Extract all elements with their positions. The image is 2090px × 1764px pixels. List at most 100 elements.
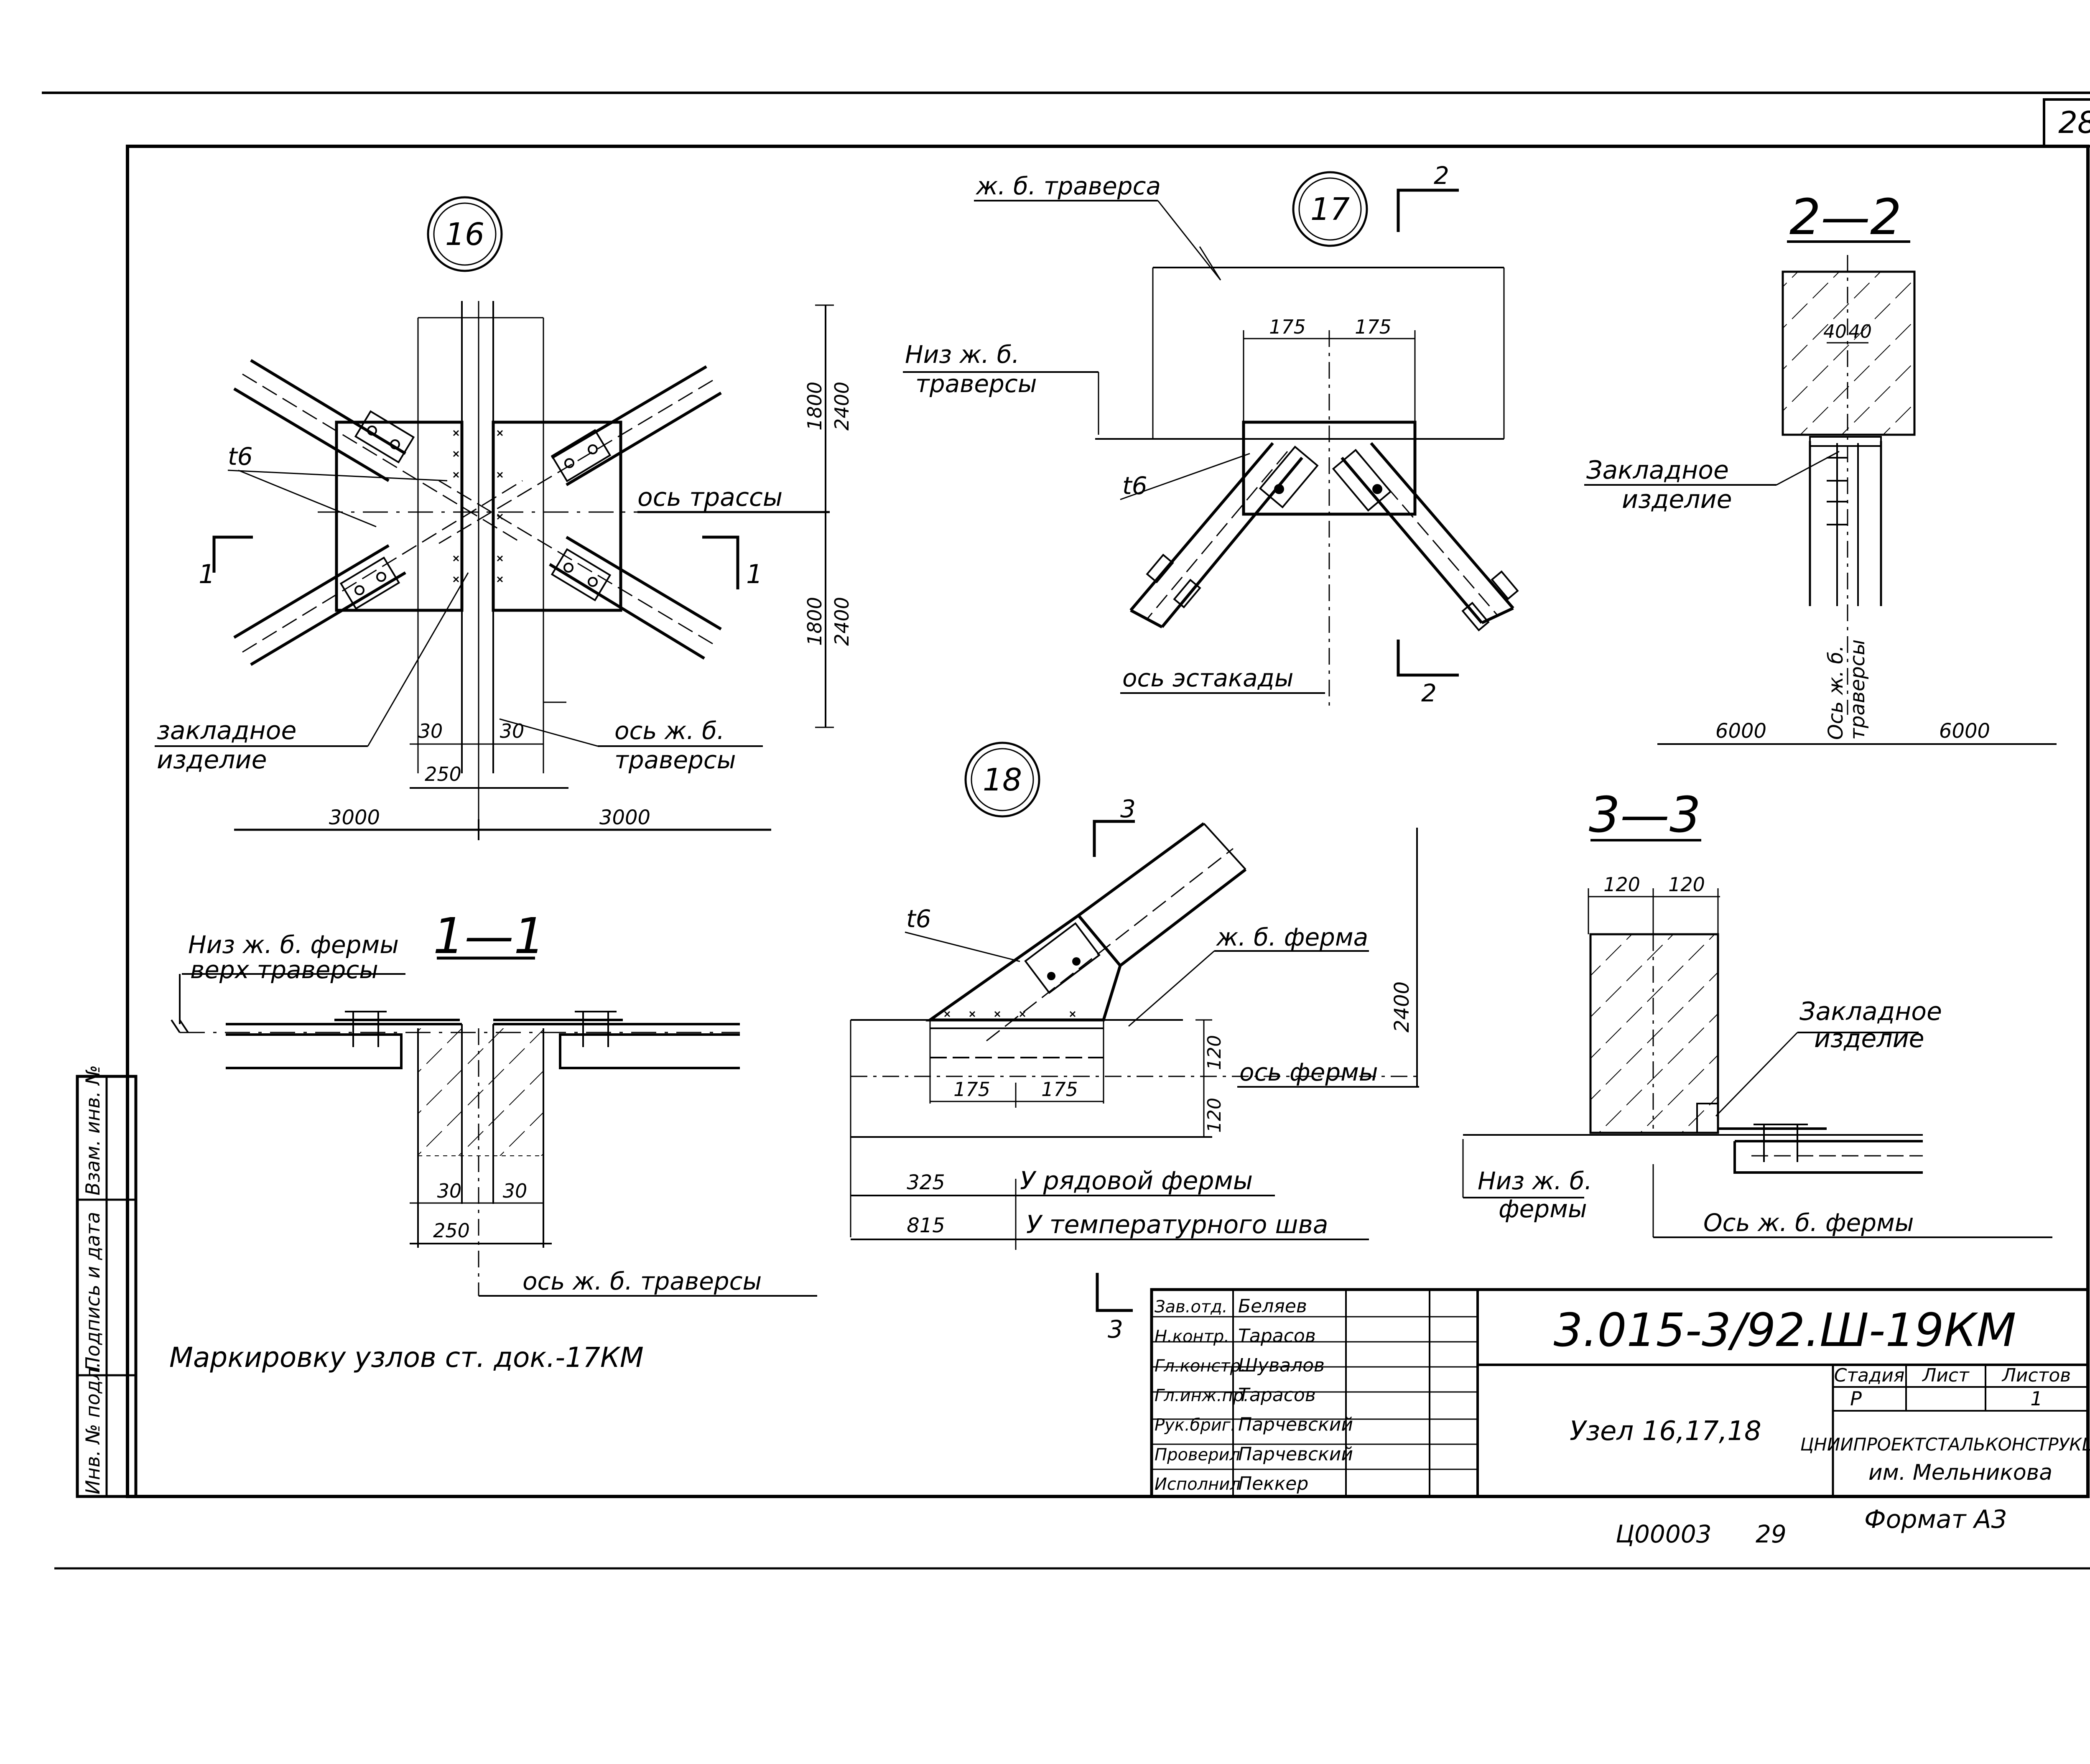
title-block-code: 3.015-3/92.Ш-19КМ — [1554, 1303, 2016, 1357]
section22-embedded-2: изделие — [1622, 485, 1732, 514]
section33-bottom-2: фермы — [1499, 1195, 1587, 1223]
node17-bottom-1: Низ ж. б. — [905, 340, 1020, 369]
format-label: Формат А3 — [1864, 1505, 2007, 1534]
node16-embedded-2: изделие — [157, 745, 267, 775]
title-block-stage-header: Стадия — [1834, 1365, 1905, 1386]
page-number: 28 — [2058, 105, 2090, 140]
node17-dim-175a: 175 — [1269, 316, 1306, 338]
section22-embedded-1: Закладное — [1586, 456, 1729, 485]
node16-t6: t6 — [228, 442, 253, 471]
node18-ordinary: У рядовой фермы — [1020, 1166, 1253, 1196]
section33-dim-120a: 120 — [1603, 873, 1640, 896]
node16-dim-2400b: 2400 — [831, 597, 853, 646]
node18-dim-175b: 175 — [1041, 1078, 1078, 1101]
section22-title: 2—2 — [1789, 188, 1901, 246]
node17-bottom-2: траверсы — [915, 370, 1037, 398]
section33-embedded-2: изделие — [1814, 1024, 1924, 1053]
title-block-signer-name: Парчевский — [1238, 1414, 1353, 1435]
section11-note-1: Низ ж. б. фермы — [188, 930, 399, 959]
section22-axis-1: Ось ж. б. — [1824, 645, 1848, 740]
title-block-role: Проверил — [1155, 1445, 1240, 1464]
node16-dim-3000a: 3000 — [329, 806, 380, 829]
node16-dim-3000b: 3000 — [599, 806, 650, 829]
node17-traverse: ж. б. траверса — [975, 172, 1161, 200]
section11-dim-30a: 30 — [437, 1180, 462, 1202]
title-block-signer-name: Шувалов — [1238, 1355, 1325, 1376]
node18-thermal: У температурного шва — [1026, 1210, 1328, 1239]
title-block-role: Н.контр. — [1155, 1327, 1229, 1346]
node16-dim-30a: 30 — [418, 720, 443, 742]
section22-dim-6000a: 6000 — [1715, 719, 1766, 743]
title-block-signer-name: Беляев — [1238, 1296, 1307, 1317]
node16-dim-1800b: 1800 — [803, 597, 826, 646]
title-block-sheets: 1 — [2030, 1387, 2042, 1410]
node17-drawing — [903, 171, 1519, 711]
section11-dim-30b: 30 — [503, 1180, 528, 1202]
section11-dim-250: 250 — [433, 1219, 470, 1242]
node18-drawing — [850, 742, 1419, 1312]
node18-t6: t6 — [906, 905, 931, 933]
title-block-role: Рук.бриг. — [1155, 1416, 1236, 1435]
node18-dim-815: 815 — [907, 1214, 945, 1237]
title-block-sheet-header: Лист — [1922, 1365, 1970, 1386]
node18-label: 18 — [983, 762, 1022, 798]
section22-dim-40b: 40 — [1848, 321, 1872, 342]
title-block-signer-name: Пеккер — [1238, 1473, 1308, 1494]
section33-bottom-1: Низ ж. б. — [1478, 1167, 1592, 1195]
node17-section-mark-top: 2 — [1434, 161, 1449, 190]
title-block-signer-name: Тарасов — [1238, 1325, 1316, 1346]
title-block-name: Узел 16,17,18 — [1570, 1416, 1761, 1447]
node18-dim-325: 325 — [907, 1171, 945, 1194]
title-block-role: Гл.инж.пр. — [1155, 1386, 1249, 1405]
sheet-frame — [42, 92, 2090, 1570]
node18-truss: ж. б. ферма — [1216, 923, 1368, 951]
node16-dim-250: 250 — [425, 763, 461, 785]
section33-embedded-1: Закладное — [1799, 997, 1942, 1026]
node16-axis-route: ось трассы — [637, 483, 782, 512]
section11-note-2: верх траверсы — [190, 956, 378, 984]
title-block — [1150, 1288, 2090, 1498]
side-stamp-inv: Инв. № подл. — [82, 1362, 104, 1494]
section22-drawing — [1584, 240, 2057, 745]
side-stamp — [76, 1075, 138, 1498]
node16-section-mark-right: 1 — [746, 559, 762, 589]
node17-label: 17 — [1310, 191, 1350, 227]
title-block-role: Исполнил — [1155, 1475, 1241, 1494]
section33-title: 3—3 — [1589, 786, 1701, 844]
node17-t6: t6 — [1122, 472, 1147, 500]
node16-embedded-1: закладное — [157, 716, 296, 745]
section11-title: 1—1 — [433, 907, 545, 965]
section22-dim-6000b: 6000 — [1939, 719, 1990, 743]
node16-dim-30b: 30 — [500, 720, 525, 742]
title-block-org-1: ЦНИИПРОЕКТСТАЛЬКОНСТРУКЦИЯ — [1800, 1434, 2090, 1455]
node16-axis-traverse-2: траверсы — [614, 746, 736, 774]
section11-axis: ось ж. б. траверсы — [522, 1267, 762, 1295]
node16-drawing — [155, 196, 834, 840]
section33-dim-120b: 120 — [1668, 873, 1705, 896]
bottom-page-number: 29 — [1756, 1520, 1787, 1548]
node18-section-mark-top: 3 — [1120, 795, 1136, 823]
title-block-org-2: им. Мельникова — [1868, 1460, 2052, 1485]
section33-drawing — [1462, 839, 2052, 1238]
node16-axis-traverse-1: ось ж. б. — [614, 716, 724, 745]
node17-axis-trestle: ось эстакады — [1122, 664, 1294, 692]
node18-dim-120a: 120 — [1204, 1035, 1225, 1070]
node18-axis-truss: ось фермы — [1239, 1058, 1378, 1086]
node18-dim-120b: 120 — [1204, 1098, 1225, 1133]
node18-section-mark-bottom: 3 — [1108, 1315, 1123, 1343]
title-block-stage: Р — [1850, 1387, 1862, 1410]
title-block-role: Зав.отд. — [1155, 1298, 1228, 1317]
section33-axis-truss: Ось ж. б. фермы — [1703, 1208, 1914, 1237]
node16-dim-2400a: 2400 — [831, 382, 853, 431]
title-block-sheets-header: Листов — [2001, 1365, 2071, 1386]
title-block-signer-name: Тарасов — [1238, 1384, 1316, 1406]
title-block-signer-name: Парчевский — [1238, 1443, 1353, 1465]
node18-dim-175a: 175 — [953, 1078, 990, 1101]
node17-dim-175b: 175 — [1355, 316, 1392, 338]
section22-axis-2: траверсы — [1846, 640, 1869, 740]
side-stamp-replaced-inv: Взам. инв. № — [82, 1065, 104, 1196]
title-block-role: Гл.констр. — [1155, 1356, 1246, 1376]
node16-dim-1800a: 1800 — [803, 382, 826, 431]
archive-code: Ц00003 — [1616, 1520, 1712, 1548]
section22-dim-40a: 40 — [1823, 321, 1847, 342]
